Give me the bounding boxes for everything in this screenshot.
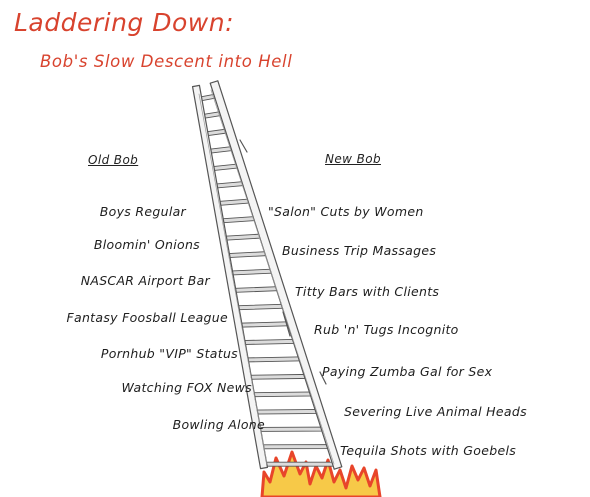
ladder-rung — [222, 233, 264, 241]
new-bob-item: Severing Live Animal Heads — [344, 404, 527, 419]
old-bob-item: Watching FOX News — [121, 380, 252, 395]
new-bob-item: Titty Bars with Clients — [295, 284, 440, 299]
ladder-rail-edge — [198, 93, 268, 465]
ladder-rung — [262, 461, 338, 467]
new-bob-heading: New Bob — [325, 152, 381, 166]
ladder-rung — [235, 303, 287, 311]
ladder-rung — [228, 268, 276, 276]
page-title: Laddering Down: — [14, 8, 235, 37]
ladder-latch — [319, 371, 327, 385]
new-bob-item: Tequila Shots with Goebels — [340, 443, 517, 458]
flames-icon — [260, 450, 382, 497]
page-subtitle: Bob's Slow Descent into Hell — [40, 52, 293, 71]
ladder-rail-edge — [210, 89, 335, 465]
ladder-rung — [244, 356, 304, 363]
ladder-latch — [239, 139, 248, 153]
old-bob-item: Fantasy Foosball League — [66, 310, 228, 325]
ladder-rung — [250, 391, 315, 398]
old-bob-item: NASCAR Airport Bar — [80, 273, 210, 288]
ladder-rung — [256, 426, 326, 432]
ladder-rung — [241, 338, 298, 346]
ladder-rung — [219, 215, 259, 224]
new-bob-item: Business Trip Massages — [282, 243, 437, 258]
ladder-icon — [191, 80, 343, 470]
ladder-rung — [259, 444, 332, 450]
ladder-rope — [282, 311, 291, 337]
old-bob-item: Bloomin' Onions — [93, 237, 200, 252]
ladder-rung — [238, 321, 293, 328]
ladder-rung — [231, 286, 281, 293]
new-bob-item: Rub 'n' Tugs Incognito — [314, 322, 459, 337]
ladder-rung — [225, 251, 270, 259]
old-bob-heading: Old Bob — [88, 153, 139, 167]
old-bob-item: Pornhub "VIP" Status — [100, 346, 238, 361]
ladder-rail-left — [191, 84, 269, 470]
old-bob-item: Boys Regular — [99, 204, 186, 219]
new-bob-item: "Salon" Cuts by Women — [268, 204, 424, 219]
new-bob-item: Paying Zumba Gal for Sex — [322, 364, 493, 379]
ladder-rung — [253, 409, 321, 415]
ladder-rail-right — [209, 80, 343, 470]
old-bob-item: Bowling Alone — [172, 417, 265, 432]
ladder-rung — [247, 373, 310, 380]
